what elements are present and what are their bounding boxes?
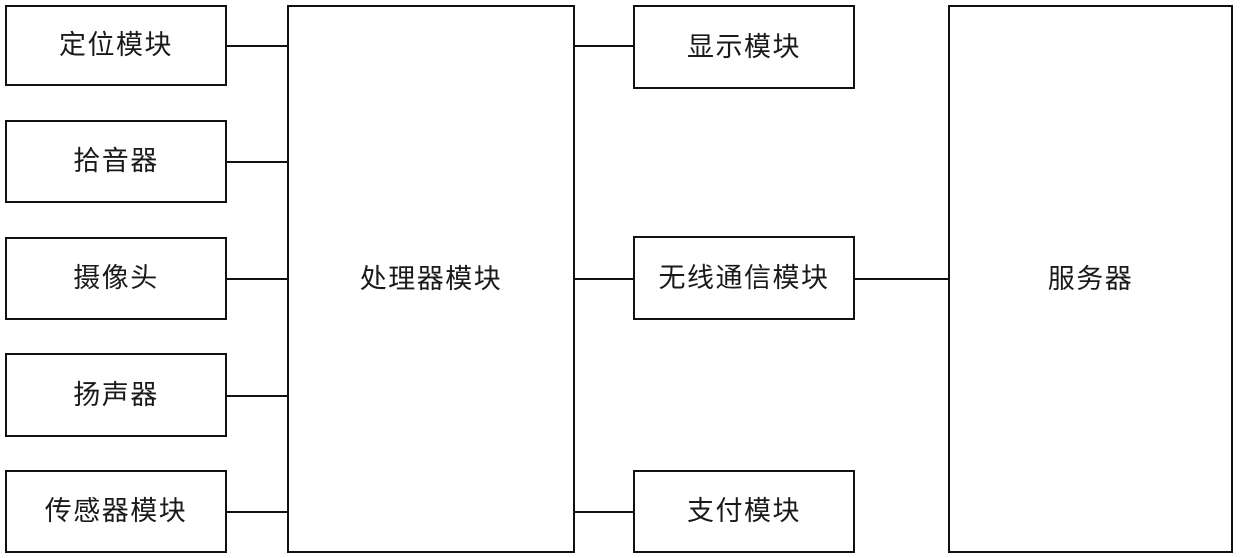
block-camera[interactable]: 摄像头 <box>5 237 227 320</box>
connector-wireless-to-server <box>855 278 948 280</box>
block-label-sensor-module: 传感器模块 <box>44 496 188 527</box>
block-label-wireless-module: 无线通信模块 <box>658 262 830 294</box>
block-speaker[interactable]: 扬声器 <box>5 353 227 437</box>
connector-positioning-to-processor <box>227 45 287 47</box>
connector-processor-to-payment <box>575 511 633 513</box>
connector-processor-to-display <box>575 45 633 47</box>
block-label-display-module: 显示模块 <box>687 31 801 63</box>
block-label-processor-module: 处理器模块 <box>359 263 503 295</box>
block-microphone[interactable]: 拾音器 <box>5 120 227 203</box>
block-label-positioning-module: 定位模块 <box>59 30 173 61</box>
block-display-module[interactable]: 显示模块 <box>633 5 855 89</box>
block-label-server: 服务器 <box>1047 263 1134 295</box>
block-wireless-module[interactable]: 无线通信模块 <box>633 236 855 320</box>
block-processor-module[interactable]: 处理器模块 <box>287 5 575 553</box>
block-sensor-module[interactable]: 传感器模块 <box>5 470 227 553</box>
connector-sensor-to-processor <box>227 511 287 513</box>
block-label-speaker: 扬声器 <box>73 379 159 411</box>
connector-microphone-to-processor <box>227 161 287 163</box>
block-label-camera: 摄像头 <box>73 263 159 294</box>
block-payment-module[interactable]: 支付模块 <box>633 470 855 553</box>
block-server[interactable]: 服务器 <box>948 5 1233 553</box>
connector-speaker-to-processor <box>227 395 287 397</box>
block-label-microphone: 拾音器 <box>73 146 159 177</box>
connector-processor-to-wireless <box>575 278 633 280</box>
block-label-payment-module: 支付模块 <box>687 496 801 527</box>
connector-camera-to-processor <box>227 278 287 280</box>
block-positioning-module[interactable]: 定位模块 <box>5 5 227 86</box>
